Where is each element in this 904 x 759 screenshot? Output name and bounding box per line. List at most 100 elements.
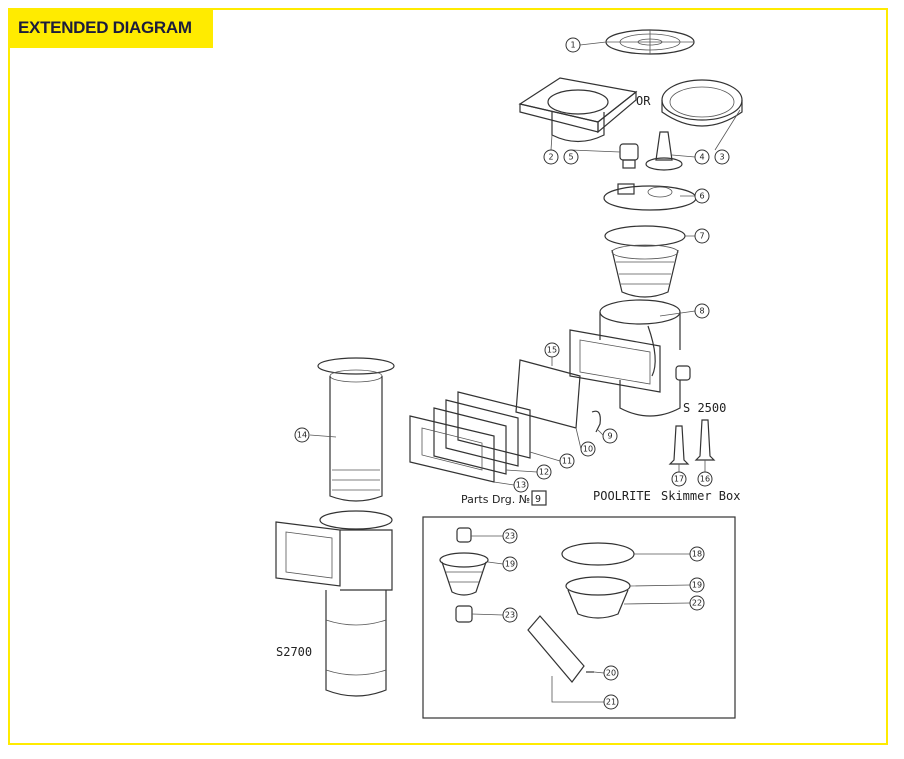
callout-circle bbox=[689, 577, 705, 593]
callout-circle bbox=[536, 464, 552, 480]
callout-circle bbox=[502, 607, 518, 623]
callout-11: 11 bbox=[559, 453, 575, 469]
callout-circle bbox=[689, 546, 705, 562]
callout-circle bbox=[502, 528, 518, 544]
callout-number: 6 bbox=[699, 192, 704, 201]
callout-number: 20 bbox=[606, 669, 616, 678]
callout-number: 9 bbox=[607, 432, 612, 441]
callout-number: 14 bbox=[297, 431, 307, 440]
callout-number: 21 bbox=[606, 698, 616, 707]
callout-8: 8 bbox=[694, 303, 710, 319]
callout-number: 19 bbox=[692, 581, 702, 590]
callout-circle bbox=[580, 441, 596, 457]
callout-16: 16 bbox=[697, 471, 713, 487]
callout-12: 12 bbox=[536, 464, 552, 480]
callout-number: 3 bbox=[719, 153, 724, 162]
part-clip bbox=[591, 410, 601, 433]
callout-19: 19 bbox=[502, 556, 518, 572]
callout-circle bbox=[563, 149, 579, 165]
part-round-collar bbox=[661, 79, 743, 127]
callout-circle bbox=[565, 37, 581, 53]
part-float bbox=[645, 131, 683, 171]
callout-circle bbox=[603, 665, 619, 681]
callout-22: 22 bbox=[689, 595, 705, 611]
callout-circle bbox=[694, 188, 710, 204]
callout-circle bbox=[513, 477, 529, 493]
callout-circle bbox=[502, 556, 518, 572]
callout-circle bbox=[694, 149, 710, 165]
callout-number: 19 bbox=[505, 560, 515, 569]
extended-diagram-label: EXTENDED DIAGRAM bbox=[8, 8, 213, 48]
part-vacuum-plate bbox=[603, 183, 697, 211]
callout-number: 11 bbox=[562, 457, 572, 466]
brand-label: POOLRITE bbox=[593, 489, 651, 503]
part-screws bbox=[668, 419, 716, 465]
parts-drawing-number: 9 bbox=[535, 494, 541, 505]
product-label: Skimmer Box bbox=[661, 489, 740, 503]
callout-circle bbox=[603, 694, 619, 710]
part-skimmer-body-s2500 bbox=[569, 299, 691, 417]
inset-parts bbox=[439, 527, 635, 683]
model-s2500-label: S 2500 bbox=[683, 401, 726, 415]
callout-circle bbox=[694, 303, 710, 319]
callout-number: 13 bbox=[516, 481, 526, 490]
callout-9: 9 bbox=[602, 428, 618, 444]
callout-circle bbox=[294, 427, 310, 443]
callout-10: 10 bbox=[580, 441, 596, 457]
callout-13: 13 bbox=[513, 477, 529, 493]
part-skimmer-body-s2700 bbox=[275, 510, 393, 697]
callout-21: 21 bbox=[603, 694, 619, 710]
callout-7: 7 bbox=[694, 228, 710, 244]
callout-circle bbox=[689, 595, 705, 611]
callout-number: 10 bbox=[583, 445, 593, 454]
callout-number: 12 bbox=[539, 468, 549, 477]
callout-number: 22 bbox=[692, 599, 702, 608]
part-square-collar bbox=[518, 77, 638, 143]
callout-number: 1 bbox=[570, 41, 575, 50]
part-basket bbox=[604, 225, 686, 298]
callout-15: 15 bbox=[544, 342, 560, 358]
callout-23: 23 bbox=[502, 607, 518, 623]
part-extension-tube bbox=[317, 357, 395, 502]
callout-number: 5 bbox=[568, 153, 573, 162]
callout-circle bbox=[697, 471, 713, 487]
callout-number: 18 bbox=[692, 550, 702, 559]
diagram-frame bbox=[8, 8, 888, 745]
parts-drawing-label: Parts Drg. № bbox=[461, 493, 530, 506]
callout-number: 2 bbox=[548, 153, 553, 162]
callout-19: 19 bbox=[689, 577, 705, 593]
callout-number: 15 bbox=[547, 346, 557, 355]
part-lid bbox=[605, 29, 695, 55]
callout-number: 23 bbox=[505, 611, 515, 620]
callout-20: 20 bbox=[603, 665, 619, 681]
callout-2: 2 bbox=[543, 149, 559, 165]
callout-number: 4 bbox=[699, 153, 704, 162]
callout-circle bbox=[559, 453, 575, 469]
callout-4: 4 bbox=[694, 149, 710, 165]
callout-circle bbox=[602, 428, 618, 444]
callout-circle bbox=[543, 149, 559, 165]
callout-14: 14 bbox=[294, 427, 310, 443]
callout-number: 7 bbox=[699, 232, 704, 241]
callout-circle bbox=[544, 342, 560, 358]
callout-23: 23 bbox=[502, 528, 518, 544]
or-label: OR bbox=[636, 94, 651, 108]
callout-3: 3 bbox=[714, 149, 730, 165]
callout-circle bbox=[714, 149, 730, 165]
callout-number: 23 bbox=[505, 532, 515, 541]
model-s2700-label: S2700 bbox=[276, 645, 312, 659]
callout-circle bbox=[694, 228, 710, 244]
callout-number: 8 bbox=[699, 307, 704, 316]
leader-lines bbox=[309, 41, 741, 703]
callout-5: 5 bbox=[563, 149, 579, 165]
callout-number: 17 bbox=[674, 475, 684, 484]
parts-drawing-number-box bbox=[531, 490, 547, 506]
callout-circle bbox=[671, 471, 687, 487]
part-faceplates bbox=[409, 391, 531, 483]
callout-1: 1 bbox=[565, 37, 581, 53]
callout-17: 17 bbox=[671, 471, 687, 487]
part-valve bbox=[619, 143, 639, 169]
accessories-inset-box bbox=[422, 516, 736, 719]
